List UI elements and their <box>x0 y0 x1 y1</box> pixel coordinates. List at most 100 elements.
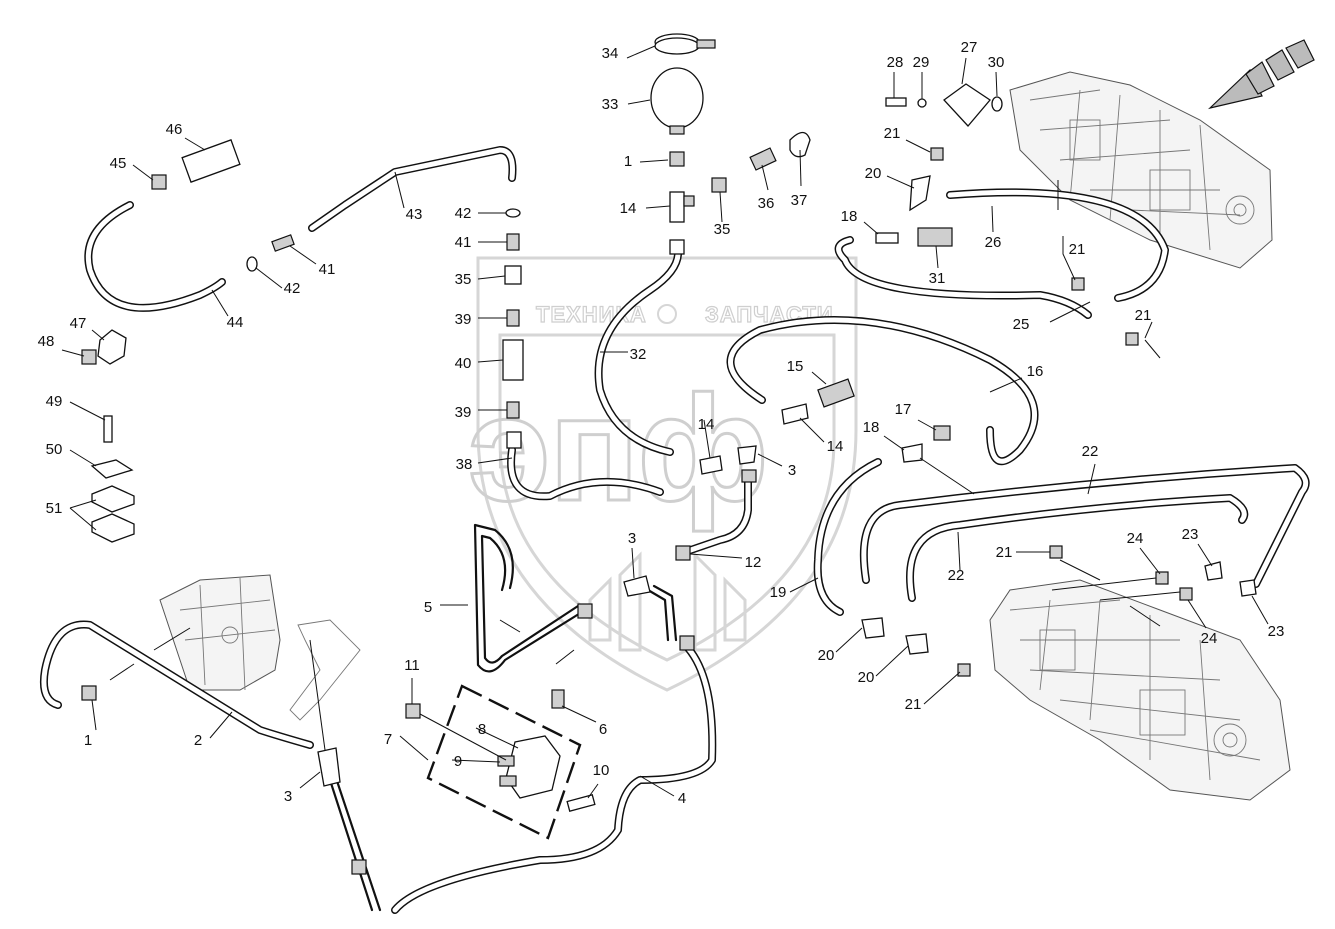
callout-label-l19: 19 <box>770 584 787 601</box>
callout-label-l39a: 39 <box>455 311 472 328</box>
callout-label-l8: 8 <box>478 721 486 738</box>
accumulator-33 <box>650 67 704 135</box>
fitting-21d <box>1049 545 1063 559</box>
clamp-51-bottom <box>91 513 135 543</box>
callout-label-l28: 28 <box>887 54 904 71</box>
callout-label-l32: 32 <box>630 346 647 363</box>
callout-label-l21e: 21 <box>905 696 922 713</box>
fitting-21e <box>957 663 971 677</box>
callout-label-l22a: 22 <box>1082 443 1099 460</box>
callout-label-l2: 2 <box>194 732 202 749</box>
nut-3-mid <box>741 469 757 483</box>
callout-label-l39b: 39 <box>455 404 472 421</box>
callout-label-l7: 7 <box>384 731 392 748</box>
callout-label-l34: 34 <box>602 45 619 62</box>
callout-label-l50: 50 <box>46 441 63 458</box>
callout-label-l36: 36 <box>758 195 775 212</box>
callout-label-l5: 5 <box>424 599 432 616</box>
tee-20-bottom-b <box>905 633 929 655</box>
clamp-34 <box>654 33 716 55</box>
callout-label-l6: 6 <box>599 721 607 738</box>
fitting-21a <box>930 147 944 161</box>
fitting-17 <box>933 425 951 441</box>
fitting-18-top <box>875 232 899 244</box>
callout-label-l49: 49 <box>46 393 63 410</box>
fitting-21c <box>1125 332 1139 346</box>
nut-bottom <box>351 859 367 875</box>
watermark-shield-outer <box>476 256 858 692</box>
tee-18-mid <box>901 443 923 463</box>
callout-label-l37: 37 <box>791 192 808 209</box>
tee-14-top <box>669 191 695 255</box>
fitting-9b <box>499 775 517 787</box>
nut-47 <box>97 329 127 365</box>
tee-3-bottom <box>317 747 341 787</box>
nut-4 <box>679 635 695 651</box>
callout-label-l18a: 18 <box>841 208 858 225</box>
adapter-35-top <box>711 177 727 193</box>
fitting-9a <box>497 755 515 767</box>
callout-label-l21c: 21 <box>1135 307 1152 324</box>
callout-label-l3c: 3 <box>284 788 292 805</box>
fitting-41-left <box>271 234 295 252</box>
callout-label-l29: 29 <box>913 54 930 71</box>
callout-label-l3a: 3 <box>788 462 796 479</box>
plug-48 <box>81 349 97 365</box>
callout-label-l11: 11 <box>404 657 420 674</box>
callout-label-l14b: 14 <box>698 416 715 433</box>
elbow-23a <box>1204 561 1223 581</box>
nut-12 <box>675 545 691 561</box>
callout-label-l44: 44 <box>227 314 244 331</box>
tee-3-mid <box>737 445 757 465</box>
callout-label-l51: 51 <box>46 500 63 517</box>
callout-label-l16: 16 <box>1027 363 1044 380</box>
clamp-51-top <box>91 485 135 513</box>
control-valve-block <box>159 574 361 721</box>
callout-label-l42b: 42 <box>284 280 301 297</box>
direction-arrow-icon <box>1207 39 1315 110</box>
plug-41-top <box>506 233 520 251</box>
callout-label-l35b: 35 <box>455 271 472 288</box>
filter-46 <box>181 139 241 183</box>
tee-3-center <box>623 575 651 597</box>
callout-label-l10: 10 <box>593 762 610 779</box>
nut-38-top <box>506 431 522 449</box>
callout-label-l3b: 3 <box>628 530 636 547</box>
callout-label-l1b: 1 <box>84 732 92 749</box>
fitting-39-bottom <box>506 401 520 419</box>
fitting-36 <box>749 147 777 171</box>
hydraulic-pump-top <box>1009 71 1273 269</box>
oring-30 <box>991 96 1003 112</box>
filter-40 <box>502 339 524 381</box>
callout-label-l41a: 41 <box>455 234 472 251</box>
callout-label-l20b: 20 <box>818 647 835 664</box>
block-27 <box>943 83 991 127</box>
valve-15 <box>817 378 855 408</box>
fitting-45 <box>151 174 167 190</box>
plate-50 <box>90 459 134 479</box>
callout-label-l22b: 22 <box>948 567 965 584</box>
callout-label-l38: 38 <box>456 456 473 473</box>
fitting-39-top <box>506 309 520 327</box>
callout-label-l47: 47 <box>70 315 87 332</box>
callout-label-l43: 43 <box>406 206 423 223</box>
callout-label-l25: 25 <box>1013 316 1030 333</box>
tee-14-right <box>781 403 809 425</box>
fitting-1-top <box>669 151 685 167</box>
callout-label-l24a: 24 <box>1127 530 1144 547</box>
bolt-28 <box>885 97 907 107</box>
washer-42-left <box>246 256 258 272</box>
fitting-24a <box>1155 571 1169 585</box>
callout-label-l12: 12 <box>745 554 762 571</box>
bolt-49 <box>103 415 113 443</box>
watermark-fence-left <box>588 551 642 652</box>
valve-body-8 <box>505 735 561 799</box>
hydraulic-pump-bottom <box>989 579 1291 801</box>
fitting-6 <box>551 689 565 709</box>
callout-label-l21a: 21 <box>884 125 901 142</box>
callout-label-l30: 30 <box>988 54 1005 71</box>
callout-label-l35a: 35 <box>714 221 731 238</box>
callout-label-l20a: 20 <box>865 165 882 182</box>
callout-label-l31: 31 <box>929 270 946 287</box>
watermark-shield-inner <box>498 333 836 662</box>
